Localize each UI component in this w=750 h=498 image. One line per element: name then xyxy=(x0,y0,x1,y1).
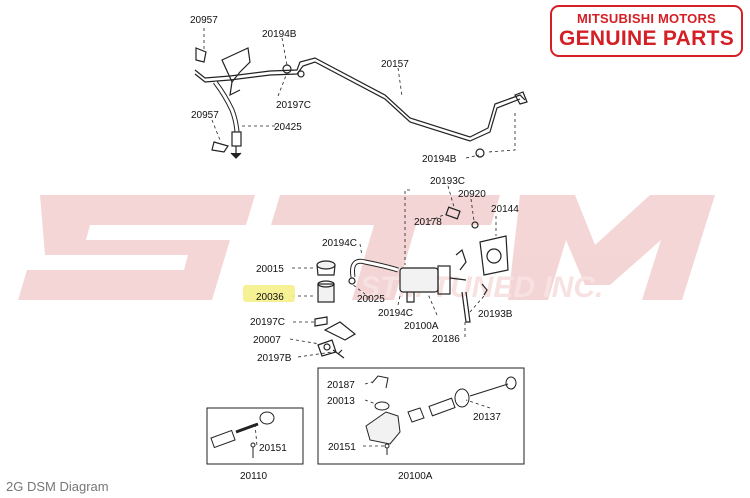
label-20194B-top: 20194B xyxy=(262,29,297,40)
label-20197C-top: 20197C xyxy=(276,100,311,111)
badge-title: GENUINE PARTS xyxy=(558,27,735,50)
label-20013: 20013 xyxy=(327,396,355,407)
kit-box-20100A xyxy=(254,367,525,465)
label-20151-b: 20151 xyxy=(328,442,356,453)
badge-brand: MITSUBISHI MOTORS xyxy=(577,11,716,26)
stm-watermark: STM TUNED INC. xyxy=(18,195,715,304)
label-20920: 20920 xyxy=(458,189,486,200)
label-20193B: 20193B xyxy=(478,309,513,320)
label-20194B-mid: 20194B xyxy=(422,154,457,165)
part-labels: 20957 20194B 20197C 20157 20957 20425 20… xyxy=(190,15,519,482)
label-20007: 20007 xyxy=(253,335,281,346)
label-20425: 20425 xyxy=(274,122,302,133)
label-20197C-b: 20197C xyxy=(250,317,285,328)
label-20186: 20186 xyxy=(432,334,460,345)
label-20100A-b: 20100A xyxy=(398,471,433,482)
label-20957-mid: 20957 xyxy=(191,110,219,121)
label-20197B: 20197B xyxy=(257,353,292,364)
label-20144: 20144 xyxy=(491,204,519,215)
label-20151-a: 20151 xyxy=(259,443,287,454)
label-20025: 20025 xyxy=(357,294,385,305)
label-20157: 20157 xyxy=(381,59,409,70)
label-20178: 20178 xyxy=(414,217,442,228)
genuine-parts-badge: MITSUBISHI MOTORS GENUINE PARTS xyxy=(550,5,743,57)
label-20100A-a: 20100A xyxy=(404,321,439,332)
label-20137: 20137 xyxy=(473,412,501,423)
clutch-line-assembly xyxy=(194,28,528,159)
master-cylinder-assembly xyxy=(289,185,509,359)
label-20110: 20110 xyxy=(240,471,268,482)
kit-box-20110 xyxy=(206,407,304,465)
label-20015: 20015 xyxy=(256,264,284,275)
label-20036: 20036 xyxy=(256,292,284,303)
label-20187: 20187 xyxy=(327,380,355,391)
label-20194C-b: 20194C xyxy=(378,308,413,319)
label-20193C: 20193C xyxy=(430,176,465,187)
label-20194C-a: 20194C xyxy=(322,238,357,249)
diagram-caption: 2G DSM Diagram xyxy=(6,479,109,494)
label-20957-top: 20957 xyxy=(190,15,218,26)
highlight-20036 xyxy=(243,285,295,302)
watermark-subtext: STM TUNED INC. xyxy=(360,271,603,304)
